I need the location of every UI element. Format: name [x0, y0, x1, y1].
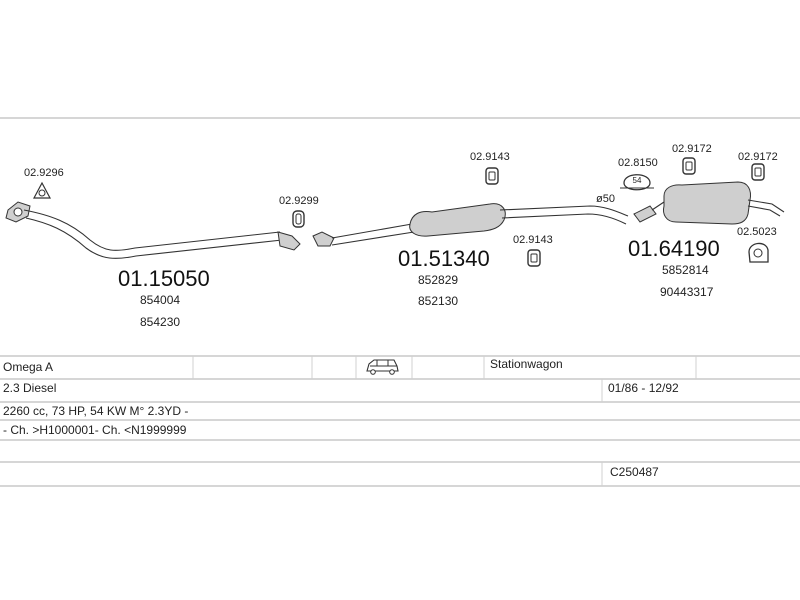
- vehicle-code: C250487: [610, 465, 659, 479]
- part-number: 01.64190: [628, 236, 720, 261]
- accessory-label: 02.9143: [470, 151, 510, 163]
- rubber-hanger-icon: [751, 163, 765, 181]
- rear-silencer: [633, 181, 785, 225]
- diameter-label: ø50: [596, 193, 615, 205]
- part-ref: 854230: [140, 315, 180, 329]
- clamp-icon: 54: [620, 174, 654, 191]
- station-wagon-car-icon: [366, 359, 399, 375]
- part-ref: 90443317: [660, 285, 714, 299]
- gasket-icon: [33, 181, 51, 199]
- rubber-hanger-icon: [682, 157, 696, 175]
- clamp-size-label: 54: [633, 176, 642, 185]
- accessory-label: 02.5023: [737, 226, 777, 238]
- accessory-label: 02.9172: [738, 151, 778, 163]
- part-ref: 852130: [418, 294, 458, 308]
- accessory-label: 02.8150: [618, 157, 658, 169]
- rubber-hanger-icon: [527, 249, 541, 267]
- vehicle-engine: 2.3 Diesel: [3, 381, 56, 395]
- vehicle-body: Stationwagon: [490, 357, 563, 371]
- vehicle-details: 2260 cc, 73 HP, 54 KW M° 2.3YD -: [3, 404, 188, 418]
- rubber-hanger-icon: [485, 167, 499, 185]
- accessory-label: 02.9296: [24, 167, 64, 179]
- accessory-label: 02.9299: [279, 195, 319, 207]
- accessory-label: 02.9143: [513, 234, 553, 246]
- part-ref: 5852814: [662, 263, 709, 277]
- part-number: 01.51340: [398, 246, 490, 271]
- vehicle-info-table: Omega A Stationwagon 2.3 Diesel 01/86 - …: [0, 355, 800, 487]
- sealing-ring-icon: [292, 210, 305, 228]
- accessory-label: 02.9172: [672, 143, 712, 155]
- part-ref: 852829: [418, 273, 458, 287]
- pipe-clamp-icon: [748, 242, 769, 263]
- part-ref: 854004: [140, 293, 180, 307]
- front-pipe: [5, 201, 301, 259]
- vehicle-model: Omega A: [3, 360, 53, 374]
- vehicle-chassis: - Ch. >H1000001- Ch. <N1999999: [3, 423, 187, 437]
- middle-silencer: [312, 203, 629, 247]
- vehicle-years: 01/86 - 12/92: [608, 381, 679, 395]
- part-number: 01.15050: [118, 266, 210, 291]
